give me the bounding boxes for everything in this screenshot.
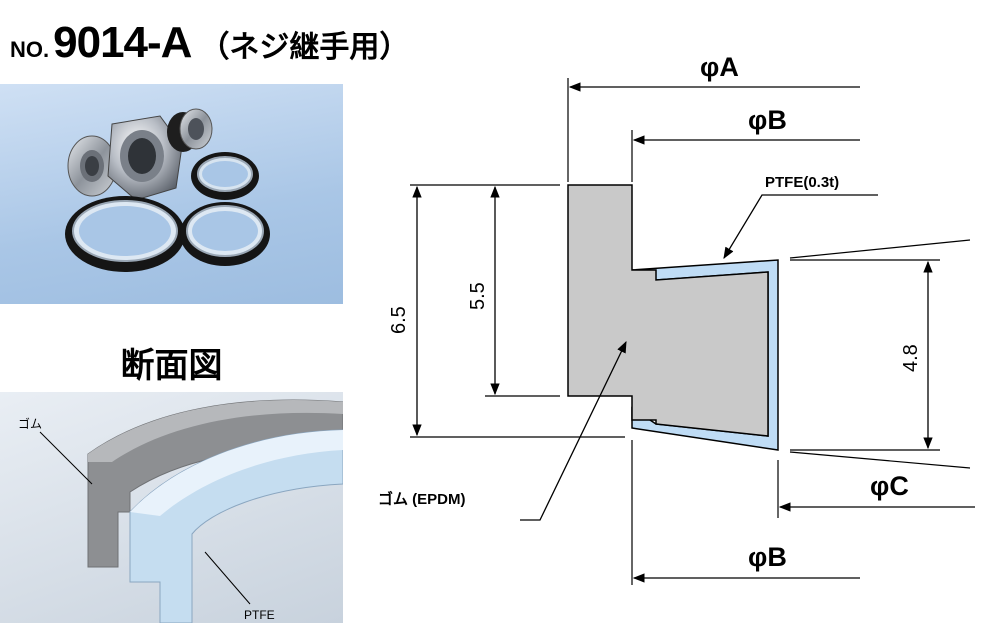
product-title: NO. 9014-A （ネジ継手用） bbox=[10, 18, 409, 68]
label-phi-b-top: φB bbox=[748, 105, 787, 135]
label-rubber-epdm: ゴム (EPDM) bbox=[378, 490, 466, 508]
label-phi-c: φC bbox=[870, 471, 909, 501]
ptfe-top-face bbox=[130, 430, 343, 516]
product-photo-illustration bbox=[65, 108, 270, 272]
section-view-heading: 断面図 bbox=[120, 346, 223, 386]
title-model-number: 9014-A bbox=[53, 18, 192, 67]
rubber-profile bbox=[567, 184, 769, 437]
label-dim-4-8: 4.8 bbox=[900, 344, 922, 372]
label-phi-b-bottom: φB bbox=[748, 542, 787, 572]
label-phi-a: φA bbox=[700, 52, 739, 82]
leader-ptfe-thickness bbox=[723, 194, 878, 260]
label-ptfe-thickness: PTFE(0.3t) bbox=[765, 174, 839, 191]
section-label-ptfe: PTFE bbox=[244, 608, 275, 622]
large-seal-ring bbox=[65, 196, 185, 272]
title-no-prefix: NO. bbox=[10, 37, 50, 62]
small-seal-ring bbox=[191, 152, 259, 200]
leader-rubber bbox=[39, 431, 93, 485]
leader-rubber-epdm bbox=[520, 340, 627, 521]
hex-nut bbox=[107, 115, 183, 201]
rubber-top-face bbox=[88, 400, 343, 462]
label-dim-6-5: 6.5 bbox=[388, 306, 410, 334]
label-dim-5-5: 5.5 bbox=[467, 282, 489, 310]
medium-seal-ring bbox=[180, 202, 270, 266]
section-view-svg: ゴム PTFE bbox=[18, 399, 343, 623]
product-photo bbox=[0, 84, 343, 304]
small-fitting bbox=[167, 108, 213, 152]
cross-section-drawing: φA φB φB φC 6.5 5.5 4.8 PTFE(0.3t) ゴム (E… bbox=[378, 52, 975, 585]
section-view-illustration: ゴム PTFE bbox=[0, 392, 343, 623]
section-label-rubber: ゴム bbox=[18, 416, 42, 431]
leader-ptfe bbox=[204, 551, 251, 605]
title-subtitle: （ネジ継手用） bbox=[199, 30, 410, 65]
